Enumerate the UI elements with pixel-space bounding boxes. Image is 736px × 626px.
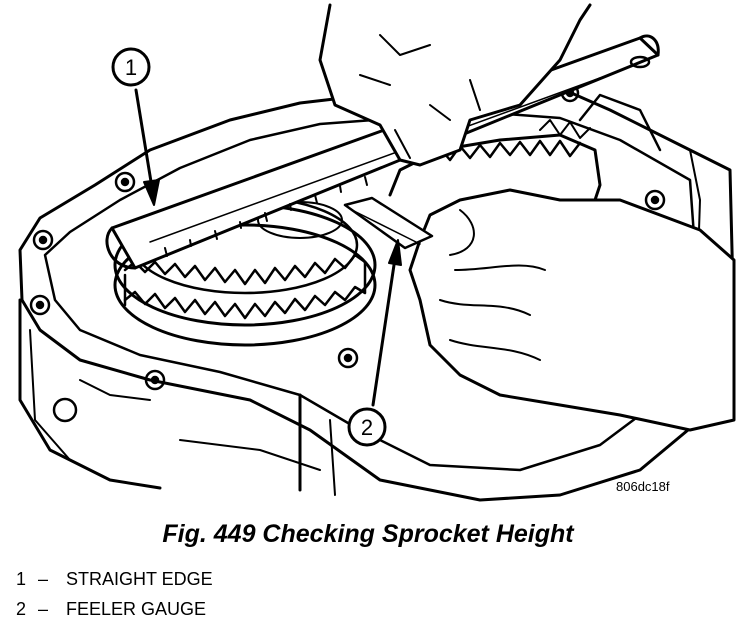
legend-item-label: FEELER GAUGE: [66, 599, 207, 619]
callout-legend: 1–STRAIGHT EDGE 2–FEELER GAUGE: [16, 564, 213, 624]
legend-item-label: STRAIGHT EDGE: [66, 569, 213, 589]
callout-1-marker: [111, 47, 160, 206]
legend-item: 1–STRAIGHT EDGE: [16, 564, 213, 594]
legend-item-separator: –: [38, 599, 49, 619]
legend-item: 2–FEELER GAUGE: [16, 594, 213, 624]
feeler-gauge: [343, 196, 434, 250]
figure-caption: Fig. 449 Checking Sprocket Height: [162, 520, 574, 548]
figure-reference-code: 806dc18f: [616, 479, 670, 494]
callout-2-number: 2: [361, 415, 373, 440]
callout-1-number: 1: [125, 55, 137, 80]
transfer-case-housing: [18, 83, 736, 502]
hands: [318, 3, 736, 432]
sprocket-height-illustration: 1 2: [18, 3, 736, 502]
legend-item-number: 2: [16, 599, 27, 619]
legend-item-separator: –: [38, 569, 49, 589]
callout-2-marker: [347, 239, 402, 447]
legend-item-number: 1: [16, 569, 27, 589]
